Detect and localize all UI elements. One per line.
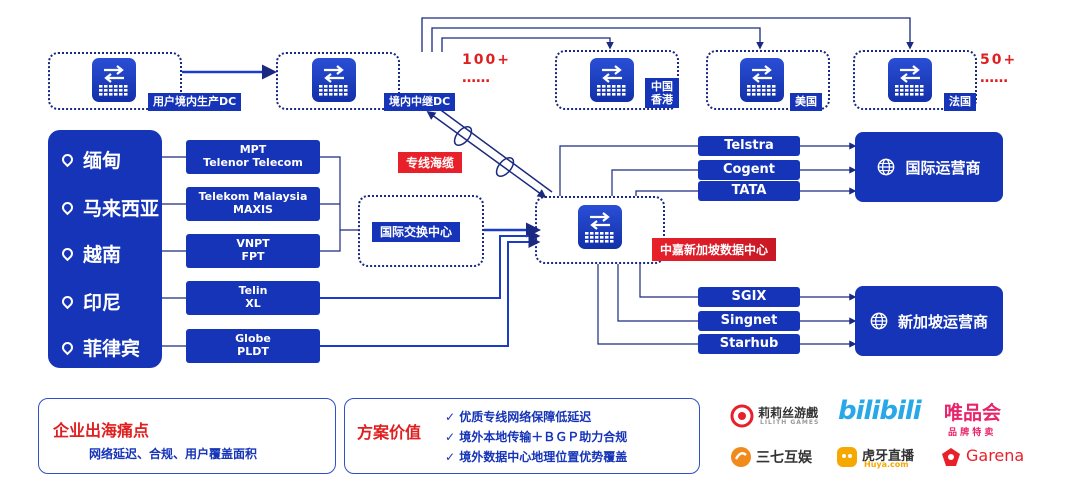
pain-point-box: 企业出海痛点 网络延迟、合规、用户覆盖面积 (38, 398, 336, 474)
lilith-logo-icon (730, 404, 754, 428)
country-vietnam: 越南 (59, 240, 121, 267)
us-dc-box (706, 50, 830, 110)
count-left-dots: …… (462, 70, 490, 86)
country-indonesia: 印尼 (59, 288, 121, 315)
globe-icon (878, 158, 895, 176)
country-panel: 缅甸 马来西亚 越南 印尼 菲律宾 (48, 130, 162, 368)
line-relay-hk (441, 37, 614, 52)
pain-point-text: 网络延迟、合规、用户覆盖面积 (89, 447, 258, 461)
hk-dc-label: 中国 香港 (645, 78, 679, 108)
relay-dc-box (276, 52, 400, 110)
value-box: 方案价值 ✓ 优质专线网络保障低延迟 ✓ 境外本地传输＋ＢＧＰ助力合规 ✓ 境外… (344, 398, 700, 474)
pain-point-title: 企业出海痛点 (53, 421, 150, 440)
server-icon (312, 58, 356, 102)
isp-sgix: SGIX (698, 287, 800, 307)
cable-label: 专线海缆 (398, 152, 463, 173)
server-icon (888, 58, 932, 102)
line-relay-fr (421, 17, 914, 52)
hub-label: 中嘉新加坡数据中心 (652, 238, 777, 261)
location-pin-icon (59, 151, 76, 168)
huya-logo: 虎牙直播 Huya.com (836, 444, 936, 472)
sanqi-logo-icon (731, 447, 751, 467)
count-right-dots: …… (980, 70, 1008, 86)
country-philippines: 菲律宾 (59, 334, 140, 361)
ix-label: 国际交换中心 (372, 222, 461, 242)
location-pin-icon (59, 293, 76, 310)
garena-logo-icon (942, 448, 960, 466)
server-icon (578, 205, 622, 249)
server-icon (590, 58, 634, 102)
globe-icon (870, 312, 888, 330)
sg-carrier-box: 新加坡运营商 (855, 286, 1003, 356)
prod-dc-label: 用户境内生产DC (148, 93, 242, 111)
value-item: ✓ 境外本地传输＋ＢＧＰ助力合规 (445, 430, 628, 444)
isp-telstra: Telstra (698, 136, 800, 156)
server-icon (92, 58, 136, 102)
hub-dc-box (535, 196, 665, 264)
country-malaysia: 马来西亚 (59, 194, 159, 221)
ix-box (358, 195, 484, 267)
server-icon (740, 58, 784, 102)
lilith-logo: 莉莉丝游戲 LILITH GAMES (730, 402, 830, 432)
location-pin-icon (59, 245, 76, 262)
location-pin-icon (59, 199, 76, 216)
isp-cogent: Cogent (698, 160, 800, 180)
value-title: 方案价值 (357, 423, 422, 442)
value-item: ✓ 境外数据中心地理位置优势覆盖 (445, 450, 628, 464)
isp-starhub: Starhub (698, 334, 800, 354)
bilibili-logo: bilibili (838, 396, 922, 426)
line-relay-hub-b (437, 107, 553, 193)
isp-singnet: Singnet (698, 311, 800, 331)
fr-dc-label: 法国 (944, 93, 976, 111)
isp-tata: TATA (698, 181, 800, 201)
location-pin-icon (59, 339, 76, 356)
fr-dc-box (853, 50, 977, 110)
prod-dc-box (48, 52, 182, 110)
us-dc-label: 美国 (790, 93, 822, 111)
line-relay-us (431, 27, 764, 52)
count-left: 100+ (462, 52, 511, 68)
sanqi-logo: 三七互娱 (730, 444, 830, 472)
value-list: ✓ 优质专线网络保障低延迟 ✓ 境外本地传输＋ＢＧＰ助力合规 ✓ 境外数据中心地… (445, 407, 627, 467)
count-right: 50+ (980, 52, 1018, 68)
line-relay-hub-a (426, 110, 547, 199)
garena-logo: Garena (940, 444, 1030, 472)
intl-carrier-box: 国际运营商 (855, 132, 1003, 202)
huya-logo-icon (837, 447, 857, 467)
vip-logo: 唯品会 品 牌 特 卖 (944, 402, 1002, 438)
relay-dc-label: 境内中继DC (384, 93, 456, 111)
country-myanmar: 缅甸 (59, 146, 121, 173)
value-item: ✓ 优质专线网络保障低延迟 (445, 410, 592, 424)
